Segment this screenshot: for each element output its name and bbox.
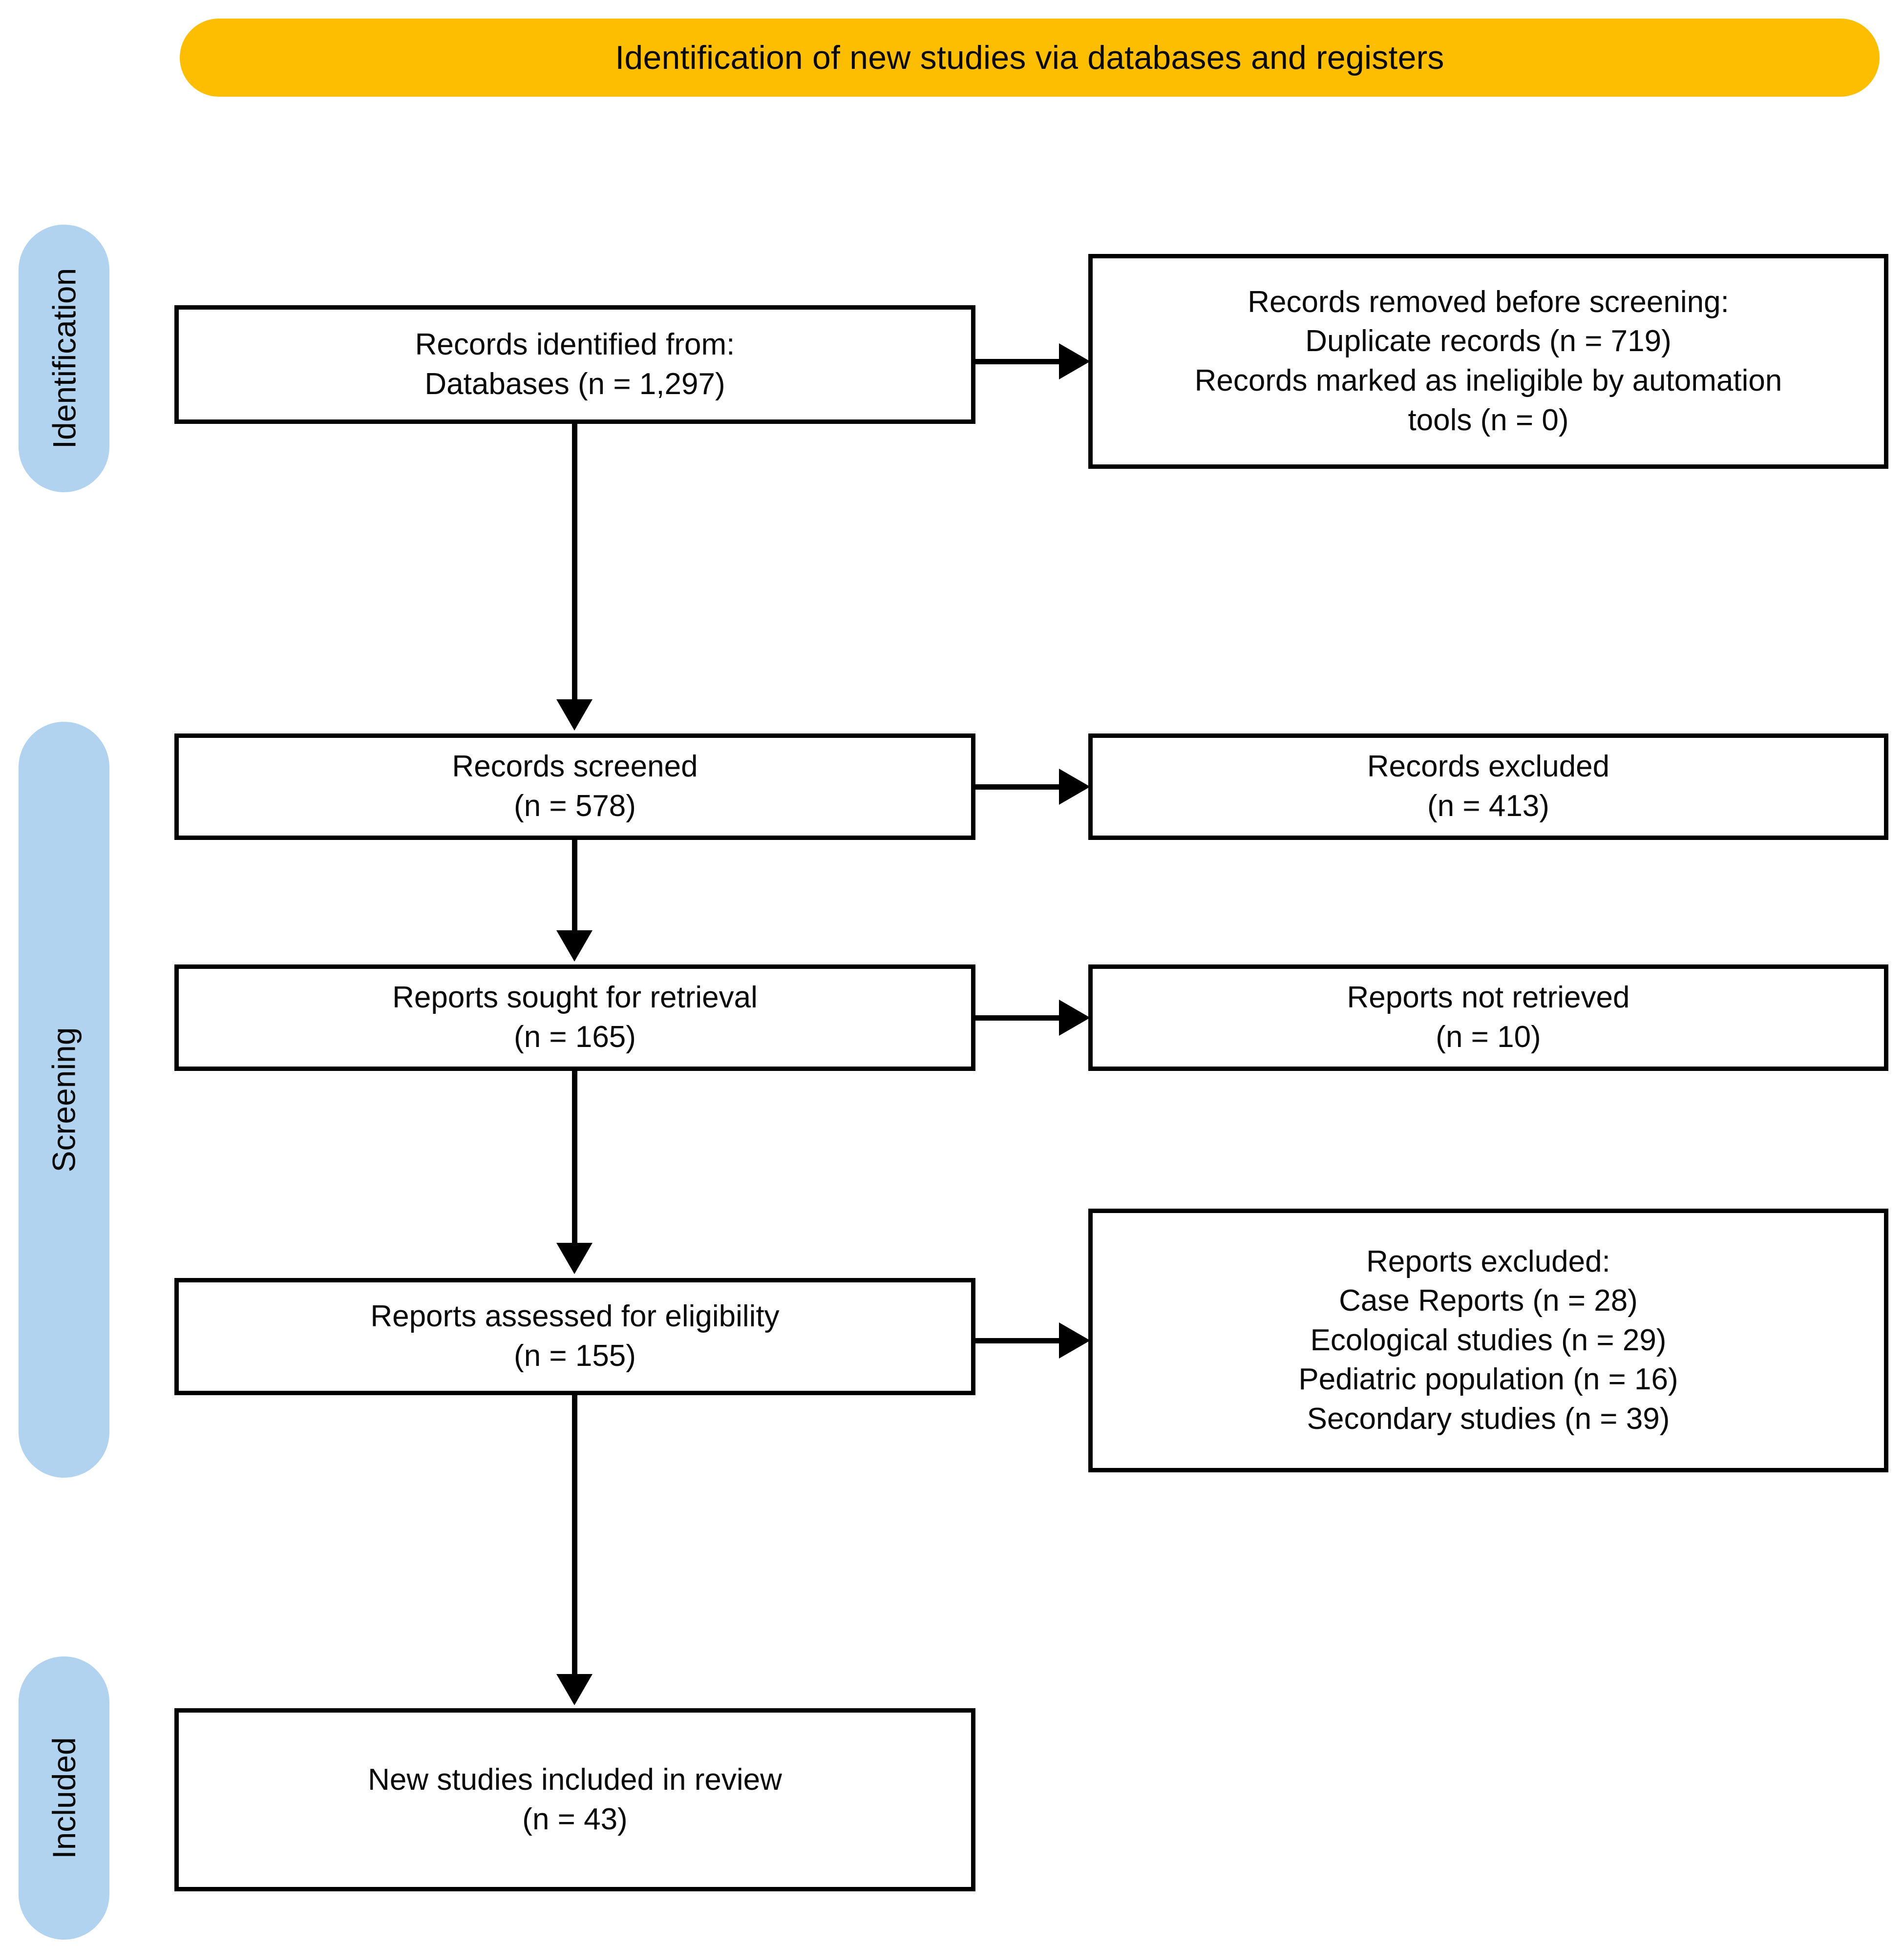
stage-included-text: Included [46,1737,82,1859]
box-line: (n = 413) [1427,789,1549,823]
box-line: (n = 155) [514,1339,636,1373]
box-line: Reports excluded: [1366,1244,1610,1278]
box-reports-excluded: Reports excluded: Case Reports (n = 28) … [1088,1209,1888,1472]
box-reports-assessed-for-eligibility: Reports assessed for eligibility (n = 15… [174,1278,975,1395]
connector-line-identified-to-screened [572,424,577,702]
box-line: (n = 165) [514,1020,636,1054]
box-line: Secondary studies (n = 39) [1307,1402,1670,1436]
box-records-identified: Records identified from: Databases (n = … [174,305,975,424]
connector-line-identified-to-removed [975,359,1061,364]
box-line: Records marked as ineligible by automati… [1194,364,1782,398]
arrow-right-icon [1059,343,1090,379]
arrow-down-icon [556,699,592,731]
box-line: Reports assessed for eligibility [370,1299,780,1334]
box-line: (n = 10) [1436,1020,1541,1054]
box-line: (n = 578) [514,789,636,823]
stage-screening-text: Screening [46,1027,83,1172]
box-line: Records identified from: [415,327,735,361]
diagram-banner: Identification of new studies via databa… [180,19,1880,97]
stage-identification-text: Identification [46,268,83,449]
connector-line-sought-to-not-retrieved [975,1015,1061,1021]
stage-label-screening: Screening [19,722,109,1478]
connector-line-screened-to-excluded [975,784,1061,790]
connector-line-screened-to-sought [572,840,577,933]
box-reports-not-retrieved: Reports not retrieved (n = 10) [1088,964,1888,1071]
box-line: New studies included in review [368,1762,782,1797]
box-line: Records screened [452,750,698,784]
box-line: Records removed before screening: [1248,285,1729,319]
box-records-excluded: Records excluded (n = 413) [1088,733,1888,840]
arrow-right-icon [1059,1000,1090,1036]
arrow-right-icon [1059,1322,1090,1359]
arrow-right-icon [1059,769,1090,805]
box-reports-sought-for-retrieval: Reports sought for retrieval (n = 165) [174,964,975,1071]
arrow-down-icon [556,1674,592,1705]
box-line: Reports sought for retrieval [392,981,758,1015]
box-line: Databases (n = 1,297) [424,367,725,401]
arrow-down-icon [556,1243,592,1274]
connector-line-sought-to-assessed [572,1071,577,1244]
connector-line-assessed-to-reports-excluded [975,1338,1061,1343]
box-line: (n = 43) [522,1802,628,1836]
box-line: Pediatric population (n = 16) [1298,1362,1678,1397]
box-new-studies-included-in-review: New studies included in review (n = 43) [174,1708,975,1891]
box-line: Ecological studies (n = 29) [1310,1323,1667,1357]
box-line: Reports not retrieved [1347,981,1630,1015]
stage-label-included: Included [19,1656,109,1940]
connector-line-assessed-to-included [572,1395,577,1676]
box-line: Duplicate records (n = 719) [1305,324,1671,358]
stage-label-identification: Identification [19,225,109,492]
box-records-removed-before-screening: Records removed before screening: Duplic… [1088,254,1888,469]
banner-title: Identification of new studies via databa… [615,39,1444,76]
arrow-down-icon [556,930,592,962]
box-line: Records excluded [1367,750,1610,784]
box-line: tools (n = 0) [1408,403,1569,437]
box-records-screened: Records screened (n = 578) [174,733,975,840]
box-line: Case Reports (n = 28) [1339,1284,1638,1318]
